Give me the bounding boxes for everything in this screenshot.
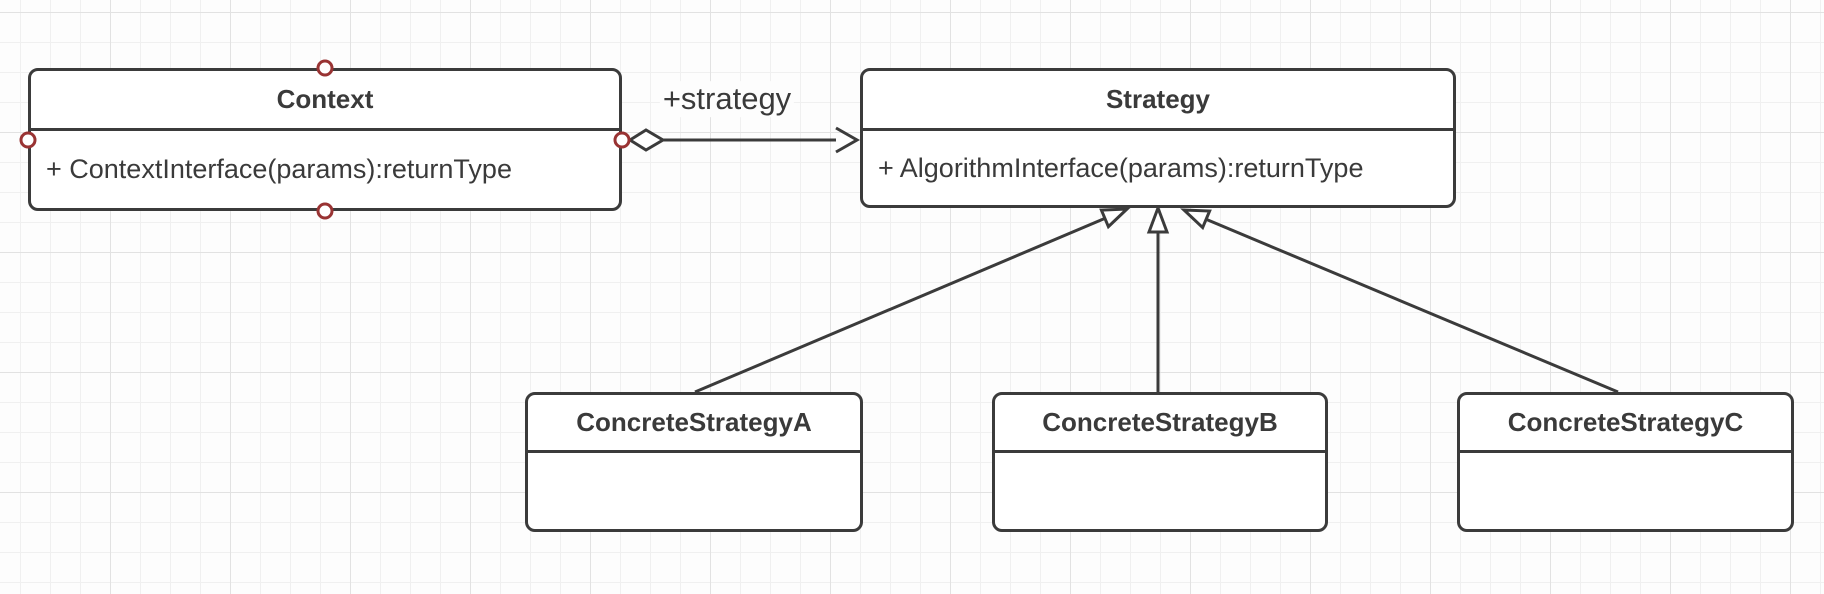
- class-node-strategy[interactable]: Strategy + AlgorithmInterface(params):re…: [860, 68, 1456, 208]
- aggregation-edge[interactable]: [627, 126, 861, 154]
- open-arrowhead-icon: [835, 126, 861, 154]
- aggregation-diamond-icon: [627, 128, 666, 152]
- class-title: ConcreteStrategyC: [1460, 395, 1791, 453]
- class-title: ConcreteStrategyA: [528, 395, 860, 453]
- connection-handle-left[interactable]: [19, 131, 37, 149]
- connection-handle-right[interactable]: [613, 131, 631, 149]
- class-member: + ContextInterface(params):returnType: [46, 154, 512, 184]
- class-title: Strategy: [863, 71, 1453, 131]
- class-title: Context: [31, 71, 619, 131]
- aggregation-edge-label[interactable]: +strategy: [659, 81, 795, 117]
- connection-handle-bottom[interactable]: [316, 202, 334, 220]
- class-node-concrete-strategy-b[interactable]: ConcreteStrategyB: [992, 392, 1328, 532]
- class-title: ConcreteStrategyB: [995, 395, 1325, 453]
- class-node-concrete-strategy-c[interactable]: ConcreteStrategyC: [1457, 392, 1794, 532]
- class-member: [995, 453, 1325, 529]
- class-member: [1460, 453, 1791, 529]
- class-member: [528, 453, 860, 529]
- class-node-concrete-strategy-a[interactable]: ConcreteStrategyA: [525, 392, 863, 532]
- class-member: + AlgorithmInterface(params):returnType: [878, 152, 1364, 183]
- inheritance-edge-concrete-c[interactable]: [1180, 208, 1619, 394]
- class-node-context[interactable]: Context + ContextInterface(params):retur…: [28, 68, 622, 211]
- connection-handle-top[interactable]: [316, 59, 334, 77]
- inheritance-edge-concrete-a[interactable]: [694, 207, 1131, 394]
